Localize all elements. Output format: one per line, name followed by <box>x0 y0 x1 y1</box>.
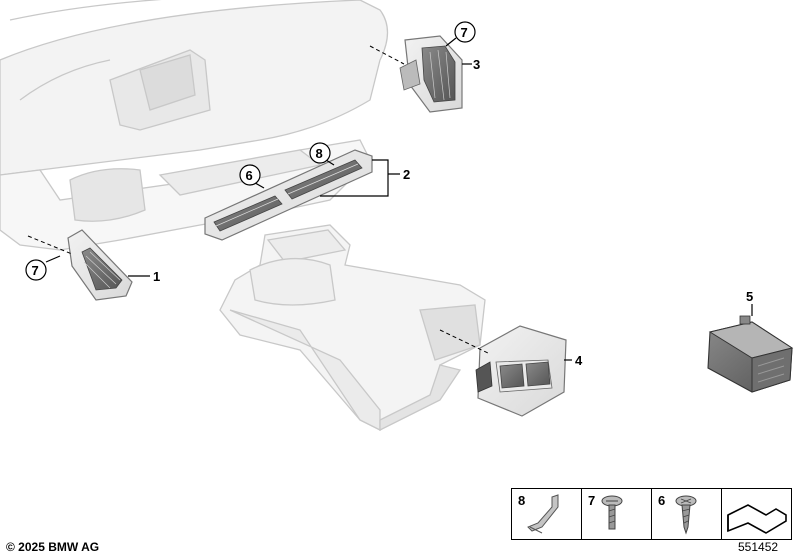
callout-1: 1 <box>153 269 160 284</box>
circled-callout-6: 6 <box>239 164 261 186</box>
svg-text:8: 8 <box>316 146 323 161</box>
circled-callout-7-left: 7 <box>25 259 47 281</box>
legend-label: 6 <box>658 493 666 508</box>
callout-5: 5 <box>746 289 753 304</box>
dashboard-outline <box>0 0 389 251</box>
callout-4: 4 <box>575 353 583 368</box>
legend-label: 7 <box>588 493 596 508</box>
legend-cell-clip: 8 <box>512 489 582 539</box>
tapping-screw-icon <box>675 495 697 535</box>
legend-cell-trim-profile <box>722 489 791 539</box>
circled-callout-7-right: 7 <box>454 21 476 43</box>
document-number: 551452 <box>738 540 779 554</box>
legend-cell-tapping-screw: 6 <box>652 489 722 539</box>
copyright-text: © 2025 BMW AG <box>6 540 100 554</box>
legend-cell-screw: 7 <box>582 489 652 539</box>
rear-console-vent[interactable] <box>475 325 567 417</box>
left-air-vent[interactable] <box>67 229 133 301</box>
svg-text:7: 7 <box>461 25 468 40</box>
clip-bracket-icon <box>527 494 559 534</box>
control-module[interactable] <box>707 315 794 393</box>
svg-text:6: 6 <box>246 168 253 183</box>
legend-label: 8 <box>518 493 526 508</box>
fastener-legend: 8 7 6 <box>511 488 792 540</box>
svg-text:7: 7 <box>32 263 39 278</box>
center-air-vent-strip[interactable] <box>204 149 373 241</box>
trim-profile-icon <box>727 504 787 534</box>
center-console-outline <box>219 224 486 432</box>
circled-callout-8: 8 <box>309 142 331 164</box>
callout-2: 2 <box>403 167 410 182</box>
screw-icon <box>601 495 623 530</box>
dashed-mounting-lines <box>27 45 491 355</box>
callout-3: 3 <box>473 57 480 72</box>
leader-lines <box>45 37 753 361</box>
right-air-vent[interactable] <box>399 35 463 113</box>
